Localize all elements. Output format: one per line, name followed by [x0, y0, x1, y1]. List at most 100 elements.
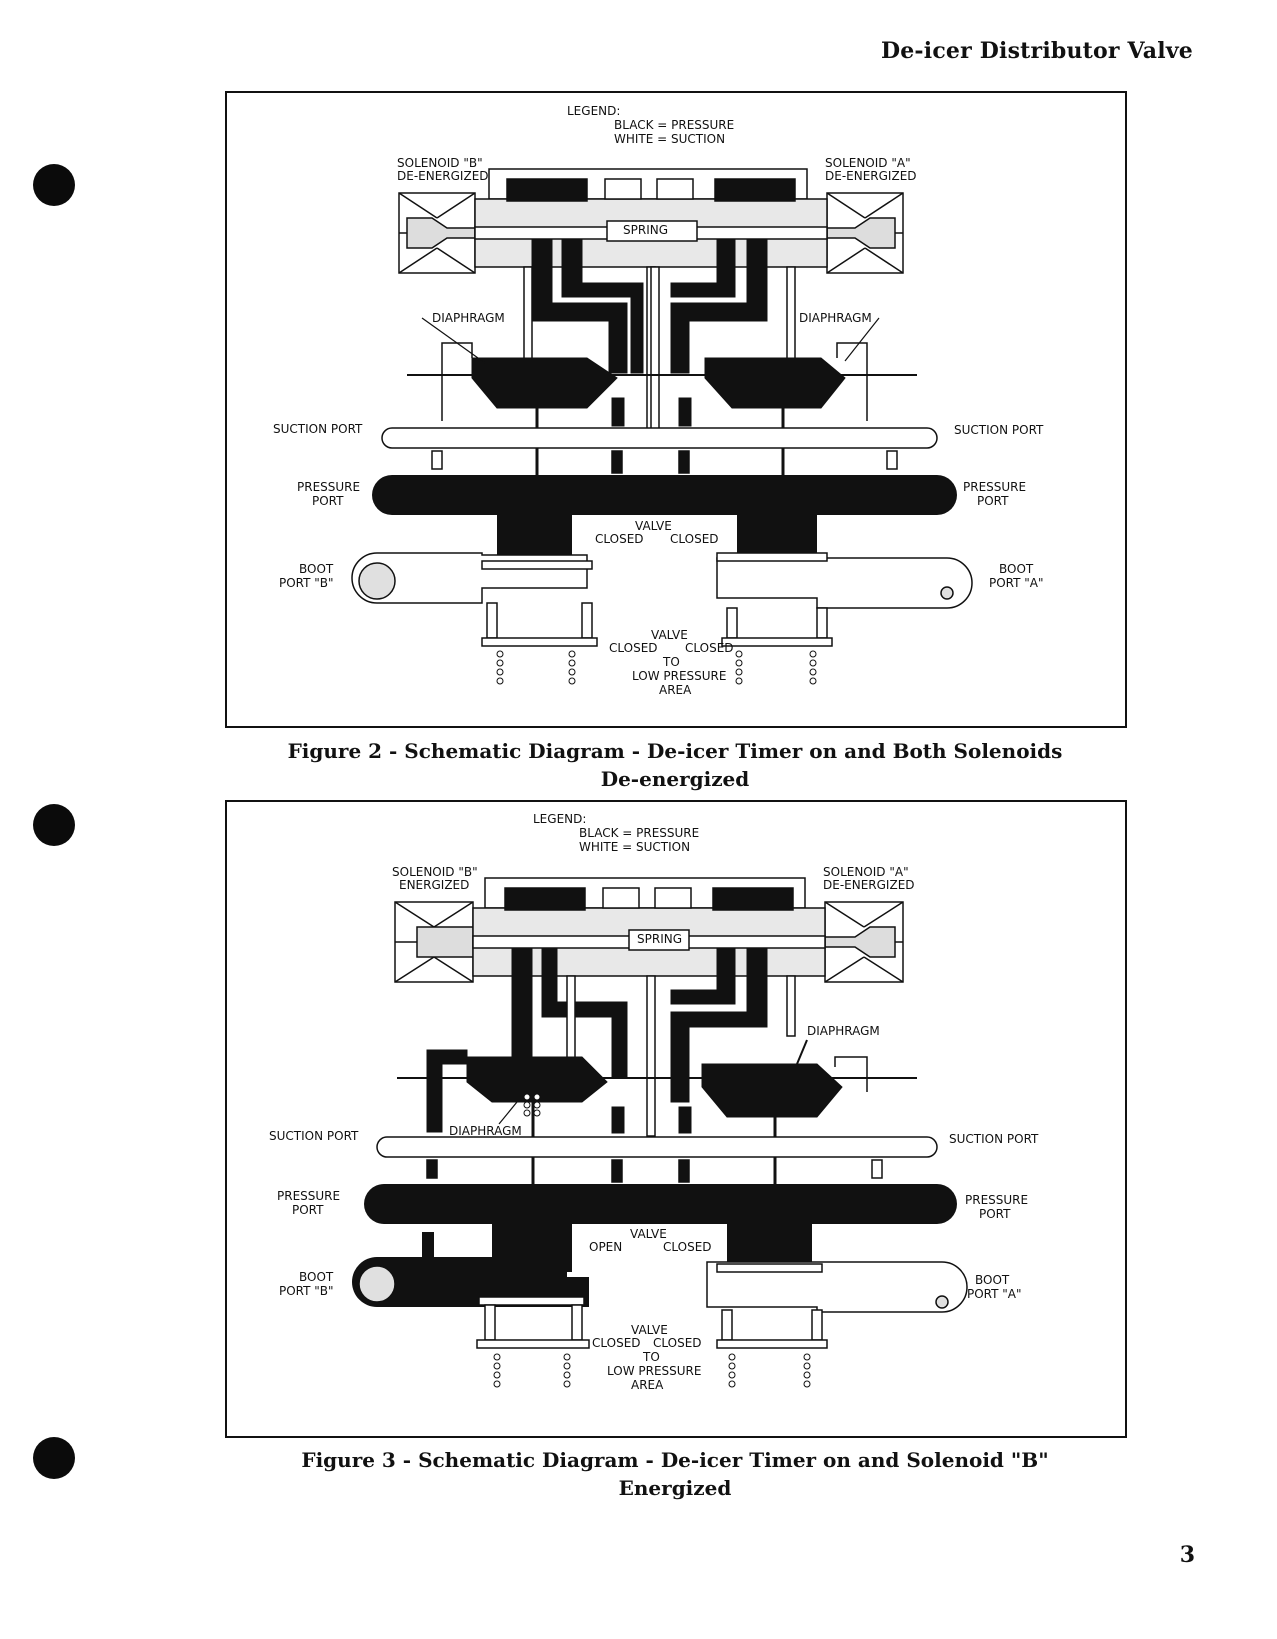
spring-label: SPRING: [623, 223, 668, 237]
pressure-port-left-1: PRESSURE: [277, 1189, 340, 1203]
upper-valve-title: VALVE: [635, 519, 672, 533]
figure-2-caption-line2: De-energized: [600, 767, 750, 791]
drain-holes: [493, 1353, 811, 1388]
solenoid-a-state: DE-ENERGIZED: [825, 169, 917, 183]
diaphragm-right: [701, 1063, 843, 1118]
suction-channels: [523, 266, 796, 434]
boot-port-a-1: BOOT: [999, 562, 1034, 576]
valve-body: [474, 168, 828, 268]
boot-port-b-2: PORT "B": [279, 576, 334, 590]
diaphragm-right-label: DIAPHRAGM: [807, 1024, 880, 1038]
pressure-channels: [531, 238, 768, 427]
low-pressure-3: AREA: [659, 683, 692, 697]
diaphragm-left: [471, 357, 618, 409]
boot-port-a-2: PORT "A": [989, 576, 1044, 590]
binder-hole: [33, 804, 75, 846]
figure-2-schematic: LEGEND: BLACK = PRESSURE WHITE = SUCTION…: [225, 91, 1127, 728]
solenoid-b: [398, 192, 476, 274]
low-pressure-2: LOW PRESSURE: [632, 669, 726, 683]
figure-2-diagram: LEGEND: BLACK = PRESSURE WHITE = SUCTION…: [273, 104, 1044, 697]
solenoid-a-state: DE-ENERGIZED: [823, 878, 915, 892]
upper-valve-right: CLOSED: [670, 532, 719, 546]
diaphragm-right-leader: [844, 317, 880, 362]
lower-valve-right: CLOSED: [653, 1336, 702, 1350]
binder-hole: [33, 164, 75, 206]
low-pressure-1: TO: [662, 655, 680, 669]
spring-label: SPRING: [637, 932, 682, 946]
low-pressure-2: LOW PRESSURE: [607, 1364, 701, 1378]
lower-valve-left: CLOSED: [592, 1336, 641, 1350]
lower-valve-left: CLOSED: [609, 641, 658, 655]
upper-valve-left: CLOSED: [595, 532, 644, 546]
boot-pipe-b: [352, 1232, 589, 1307]
solenoid-b-state: ENERGIZED: [399, 878, 469, 892]
solenoid-a: [826, 192, 904, 274]
page-header-title: De-icer Distributor Valve: [880, 38, 1193, 64]
figure-3-schematic: LEGEND: BLACK = PRESSURE WHITE = SUCTION…: [225, 800, 1127, 1438]
suction-port-left: SUCTION PORT: [273, 422, 363, 436]
diaphragm-left: [466, 1056, 608, 1103]
solenoid-b-label: SOLENOID "B": [392, 865, 478, 879]
figure-3-caption-line1: Figure 3 - Schematic Diagram - De-icer T…: [301, 1448, 1049, 1472]
diaphragm-left-label: DIAPHRAGM: [449, 1124, 522, 1138]
suction-pipe: [376, 1136, 938, 1183]
legend-white: WHITE = SUCTION: [579, 840, 690, 854]
boot-pipe-a: [716, 552, 973, 609]
suction-port-right: SUCTION PORT: [949, 1132, 1039, 1146]
lower-valves: [476, 1296, 828, 1349]
diaphragm-housing: [834, 1056, 868, 1092]
boot-port-b-1: BOOT: [299, 1270, 334, 1284]
legend-black: BLACK = PRESSURE: [614, 118, 734, 132]
solenoid-b-label: SOLENOID "B": [397, 156, 483, 170]
upper-valve-right: CLOSED: [663, 1240, 712, 1254]
legend-title: LEGEND:: [567, 104, 620, 118]
legend-black: BLACK = PRESSURE: [579, 826, 699, 840]
pressure-port-left-2: PORT: [312, 494, 344, 508]
solenoid-a: [824, 901, 904, 983]
boot-pipe-a: [706, 1261, 968, 1313]
diaphragm-left-label: DIAPHRAGM: [432, 311, 505, 325]
low-pressure-3: AREA: [631, 1378, 664, 1392]
pressure-port-right-2: PORT: [977, 494, 1009, 508]
figure-3-diagram: LEGEND: BLACK = PRESSURE WHITE = SUCTION…: [269, 812, 1039, 1392]
figure-2-caption-line1: Figure 2 - Schematic Diagram - De-icer T…: [287, 739, 1063, 763]
valve-body: [472, 877, 826, 977]
pressure-port-left-1: PRESSURE: [297, 480, 360, 494]
boot-pipe-b: [351, 552, 593, 604]
pressure-port-right-2: PORT: [979, 1207, 1011, 1221]
boot-port-a-2: PORT "A": [967, 1287, 1022, 1301]
drain-holes: [496, 650, 817, 685]
legend-white: WHITE = SUCTION: [614, 132, 725, 146]
boot-port-a-1: BOOT: [975, 1273, 1010, 1287]
pressure-port-left-2: PORT: [292, 1203, 324, 1217]
boot-port-b-1: BOOT: [299, 562, 334, 576]
lower-valve-title: VALVE: [631, 1323, 668, 1337]
upper-valve-left: OPEN: [589, 1240, 622, 1254]
diaphragm-left-leader: [421, 317, 486, 364]
lower-valve-right: CLOSED: [685, 641, 734, 655]
diaphragm-left-leader: [498, 1101, 518, 1125]
legend-title: LEGEND:: [533, 812, 586, 826]
suction-port-right: SUCTION PORT: [954, 423, 1044, 437]
pressure-port-right-1: PRESSURE: [965, 1193, 1028, 1207]
solenoid-b: [394, 901, 474, 983]
lower-valve-title: VALVE: [651, 628, 688, 642]
figure-3-caption-line2: Energized: [618, 1476, 732, 1500]
suction-port-left: SUCTION PORT: [269, 1129, 359, 1143]
binder-hole: [33, 1437, 75, 1479]
pressure-pipe: [372, 475, 957, 555]
page-number: 3: [1179, 1542, 1195, 1568]
diaphragm-right: [704, 357, 846, 409]
suction-pipe: [381, 427, 938, 474]
solenoid-b-state: DE-ENERGIZED: [397, 169, 489, 183]
diaphragm-right-label: DIAPHRAGM: [799, 311, 872, 325]
low-pressure-1: TO: [642, 1350, 660, 1364]
upper-valve-title: VALVE: [630, 1227, 667, 1241]
boot-port-b-2: PORT "B": [279, 1284, 334, 1298]
lower-valves: [481, 602, 833, 647]
solenoid-a-label: SOLENOID "A": [825, 156, 911, 170]
pressure-port-right-1: PRESSURE: [963, 480, 1026, 494]
diaphragm-right-leader: [796, 1039, 808, 1065]
figure-3-caption: Figure 3 - Schematic Diagram - De-icer T…: [200, 1446, 1150, 1502]
solenoid-a-label: SOLENOID "A": [823, 865, 909, 879]
